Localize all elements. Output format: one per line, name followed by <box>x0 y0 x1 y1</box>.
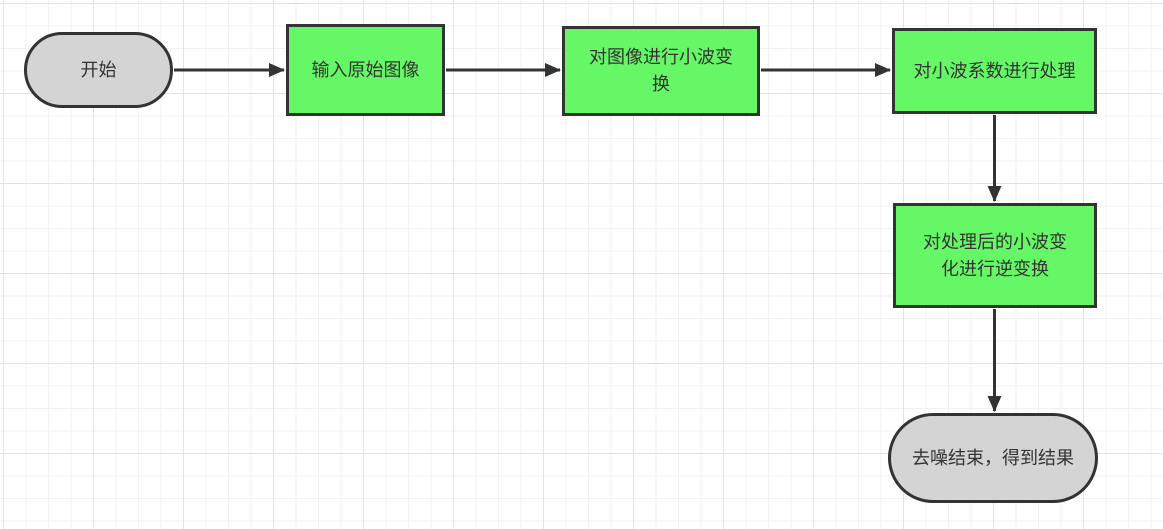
flow-node-end[interactable]: 去噪结束，得到结果 <box>888 413 1098 503</box>
flow-node-start-label: 开始 <box>80 59 117 81</box>
flow-node-input-image[interactable]: 输入原始图像 <box>286 24 445 116</box>
flow-node-input-image-label: 输入原始图像 <box>311 59 420 81</box>
flow-node-inverse-transform[interactable]: 对处理后的小波变 化进行逆变换 <box>893 203 1097 308</box>
flow-node-inverse-transform-label: 对处理后的小波变 化进行逆变换 <box>923 231 1067 280</box>
flow-node-wavelet-transform-label: 对图像进行小波变 换 <box>589 47 733 95</box>
flow-node-process-coefficients[interactable]: 对小波系数进行处理 <box>892 28 1097 114</box>
flow-node-process-coefficients-label: 对小波系数进行处理 <box>913 60 1076 82</box>
flow-node-wavelet-transform[interactable]: 对图像进行小波变 换 <box>562 26 760 116</box>
flow-node-end-label: 去噪结束，得到结果 <box>912 447 1074 469</box>
flow-node-start[interactable]: 开始 <box>24 32 173 108</box>
